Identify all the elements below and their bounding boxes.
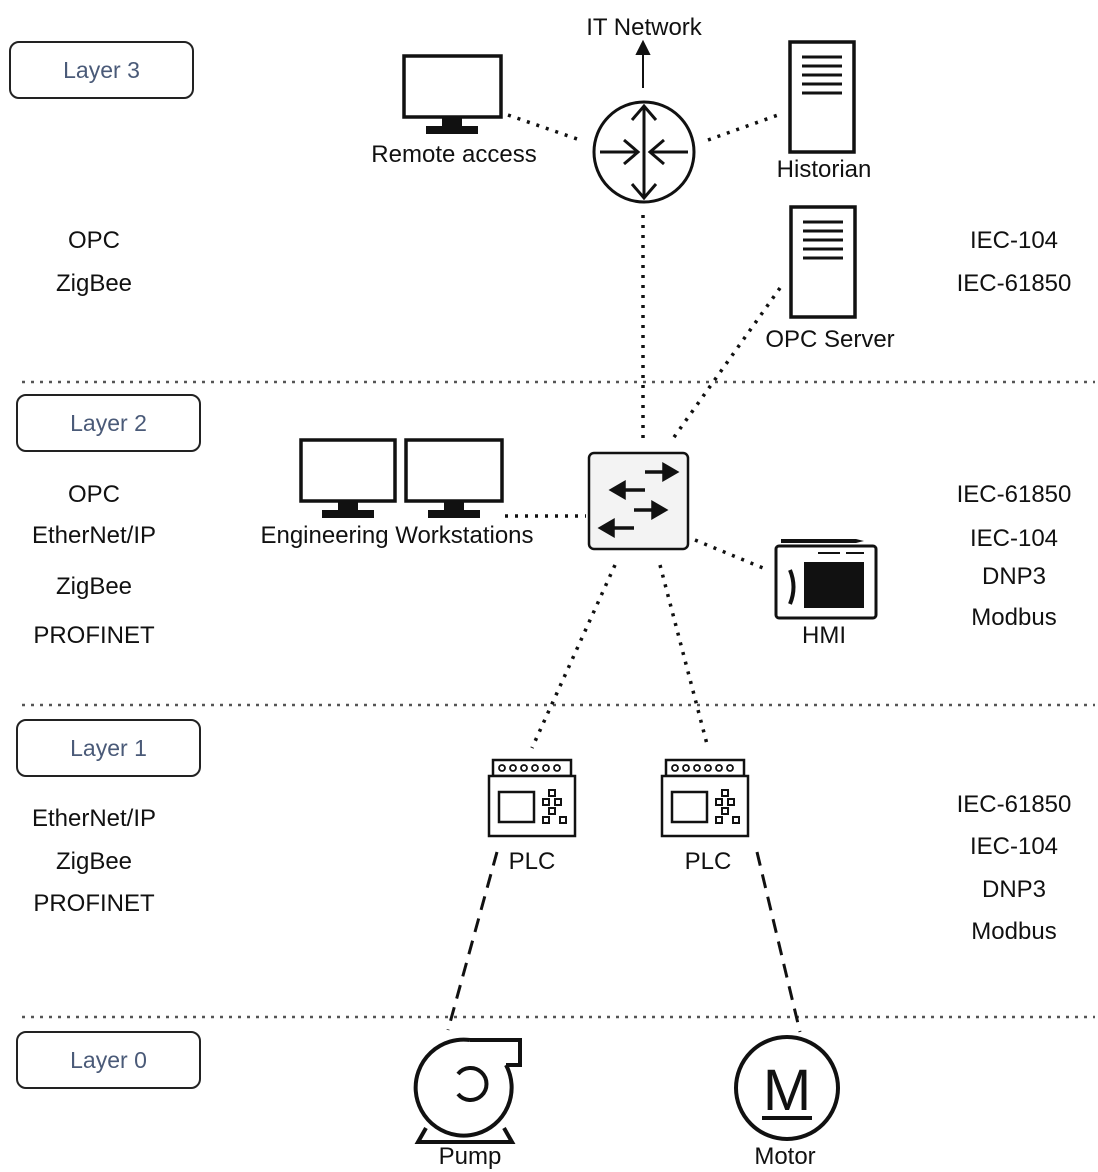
link-remote-router xyxy=(507,113,581,142)
plc-left-label: PLC xyxy=(508,848,556,875)
layer1-right-protocol: IEC-104 xyxy=(969,833,1059,860)
layer2-right-protocol: DNP3 xyxy=(981,563,1047,590)
layer2-left-protocol: ZigBee xyxy=(55,573,133,600)
layer3-left-protocol: OPC xyxy=(67,227,121,254)
field-connections xyxy=(446,851,802,1033)
pump-label: Pump xyxy=(438,1143,502,1170)
layer2-right-protocol: Modbus xyxy=(971,604,1057,631)
layer1-right-protocol: DNP3 xyxy=(981,876,1047,903)
layer2-left-protocol: OPC xyxy=(67,481,121,508)
layer-2-box: Layer 2 xyxy=(16,394,201,452)
layer1-left-protocol: ZigBee xyxy=(55,848,133,875)
layer2-right-protocol: IEC-61850 xyxy=(956,481,1072,508)
switch-icon xyxy=(587,451,690,551)
link-opcserver-switch xyxy=(670,286,782,442)
remote-access-label: Remote access xyxy=(371,141,537,168)
opc-server-label: OPC Server xyxy=(765,326,895,353)
it-network-arrow xyxy=(635,39,651,88)
layer2-left-protocol: EtherNet/IP xyxy=(31,522,157,549)
hmi-label: HMI xyxy=(802,622,846,649)
plc-right-label: PLC xyxy=(684,848,732,875)
layer-separators xyxy=(22,380,1095,1019)
link-router-historian xyxy=(707,113,779,142)
layer3-right-protocol: IEC-104 xyxy=(969,227,1059,254)
layer-3-box: Layer 3 xyxy=(9,41,194,99)
monitor-icon-workstation-1 xyxy=(299,438,397,518)
monitor-icon-remote-access xyxy=(402,54,503,134)
layer-1-box: Layer 1 xyxy=(16,719,201,777)
motor-icon: M xyxy=(734,1035,840,1141)
plc-icon-right xyxy=(660,758,750,838)
layer1-left-protocol: EtherNet/IP xyxy=(31,805,157,832)
server-icon-opc-server xyxy=(789,205,857,319)
layer1-left-protocol: PROFINET xyxy=(33,890,155,917)
layer1-right-protocol: IEC-61850 xyxy=(956,791,1072,818)
server-icon-historian xyxy=(788,40,856,154)
it-network-label: IT Network xyxy=(586,14,702,41)
link-switch-hmi xyxy=(694,538,764,570)
plc-icon-left xyxy=(487,758,577,838)
layer-0-box: Layer 0 xyxy=(16,1031,201,1089)
motor-label: Motor xyxy=(754,1143,816,1170)
layer2-right-protocol: IEC-104 xyxy=(969,525,1059,552)
monitor-icon-workstation-2 xyxy=(404,438,504,518)
link-switch-plc-right xyxy=(658,564,710,749)
layer3-right-protocol: IEC-61850 xyxy=(956,270,1072,297)
layer1-right-protocol: Modbus xyxy=(971,918,1057,945)
router-icon xyxy=(592,100,696,204)
pump-icon xyxy=(413,1037,522,1144)
layer3-left-protocol: ZigBee xyxy=(55,270,133,297)
engineering-workstations-label: Engineering Workstations xyxy=(260,522,534,549)
historian-label: Historian xyxy=(776,156,872,183)
link-plc-motor xyxy=(755,851,802,1033)
link-plc-pump xyxy=(446,851,499,1031)
hmi-panel-icon xyxy=(774,539,878,620)
connections xyxy=(505,113,782,749)
layer2-left-protocol: PROFINET xyxy=(33,622,155,649)
link-switch-plc-left xyxy=(530,564,617,749)
motor-symbol: M xyxy=(763,1058,811,1123)
